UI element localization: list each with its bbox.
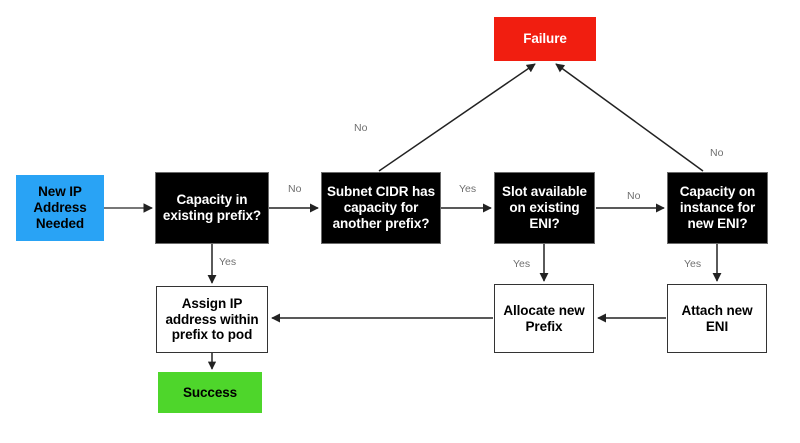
edge-label-capacity-prefix-yes: Yes	[219, 256, 237, 268]
node-allocate-new-prefix[interactable]: Allocate new Prefix	[494, 284, 594, 353]
node-new-ip-address-needed[interactable]: New IP Address Needed	[16, 175, 104, 241]
node-slot-available-on-existing-eni[interactable]: Slot available on existing ENI?	[494, 172, 595, 244]
node-label: Capacity in existing prefix?	[162, 192, 262, 223]
edge-label-capacity-instance-yes: Yes	[684, 258, 702, 270]
node-assign-ip-address-within-prefix-to-pod[interactable]: Assign IP address within prefix to pod	[156, 286, 268, 353]
edge-label-slot-eni-yes: Yes	[513, 258, 531, 270]
node-label: Attach new ENI	[681, 302, 753, 334]
edge-subnet-cidr-no-to-failure	[378, 63, 536, 172]
node-success[interactable]: Success	[158, 372, 262, 413]
edge-label-slot-eni-no: No	[627, 190, 641, 202]
node-label: Assign IP address within prefix to pod	[165, 295, 259, 343]
edge-label-subnet-cidr-yes: Yes	[459, 183, 477, 195]
node-label: Failure	[523, 31, 567, 47]
edge-label-capacity-instance-no: No	[710, 147, 724, 159]
node-subnet-cidr-has-capacity[interactable]: Subnet CIDR has capacity for another pre…	[321, 172, 441, 244]
edge-label-subnet-cidr-no: No	[354, 122, 368, 134]
node-label: Success	[182, 384, 238, 400]
node-attach-new-eni[interactable]: Attach new ENI	[667, 284, 767, 353]
node-label: Slot available on existing ENI?	[502, 184, 587, 231]
edge-capacity-instance-no-to-failure	[555, 63, 704, 172]
node-capacity-on-instance-for-new-eni[interactable]: Capacity on instance for new ENI?	[667, 172, 768, 244]
node-label: Allocate new Prefix	[503, 302, 585, 334]
node-label: Capacity on instance for new ENI?	[679, 184, 756, 231]
edge-label-capacity-prefix-no: No	[288, 183, 302, 195]
node-capacity-in-existing-prefix[interactable]: Capacity in existing prefix?	[155, 172, 269, 244]
node-label: New IP Address Needed	[33, 184, 87, 231]
node-label: Subnet CIDR has capacity for another pre…	[326, 184, 435, 231]
node-failure[interactable]: Failure	[494, 17, 596, 61]
